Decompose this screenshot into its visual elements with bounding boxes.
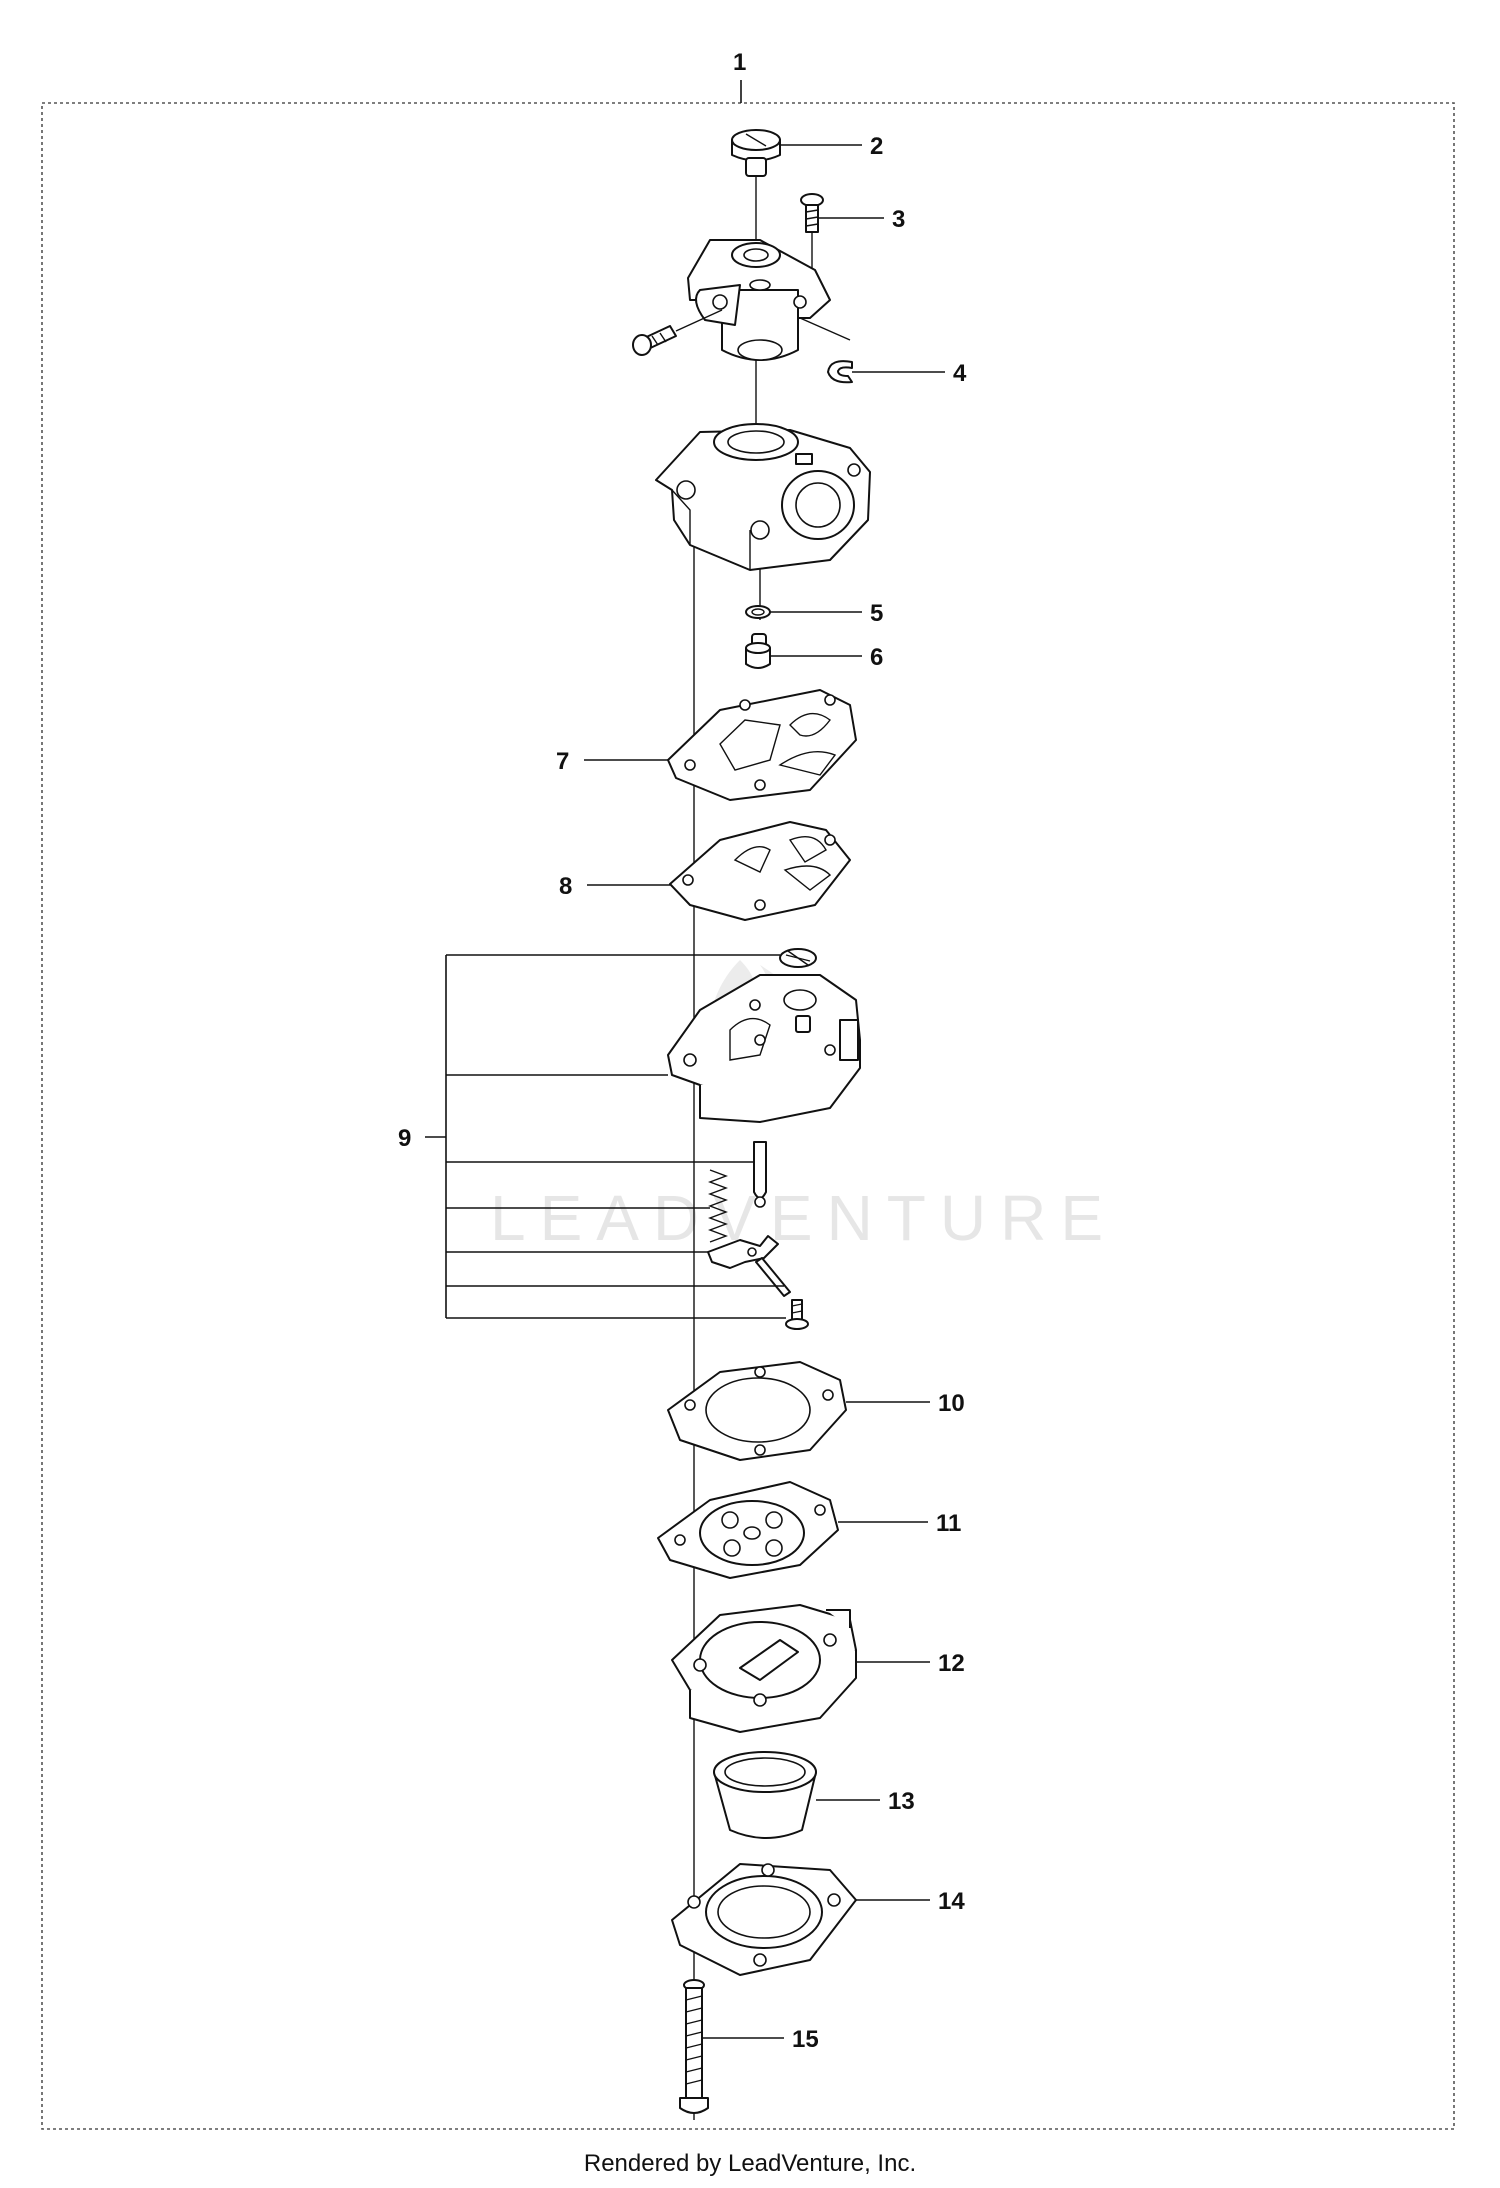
idle-screw [632,309,723,356]
part-12-pump-cover [671,1604,857,1733]
callout-1: 1 [733,49,746,76]
watermark-text: LEADVENTURE [490,1182,1117,1254]
callout-7: 7 [556,748,569,775]
part-3-screw [800,193,824,233]
bracket-9 [425,954,786,1319]
part-14-primer-cover [671,1863,857,1976]
callout-3: 3 [892,206,905,233]
part-5-o-ring-inner [751,608,765,616]
callout-4: 4 [953,360,967,387]
part-9-pump-body [667,974,861,1123]
part-15-long-screw [679,1979,709,2114]
callout-12: 12 [938,1650,965,1677]
carburetor-body [655,423,871,571]
footer-credit: Rendered by LeadVenture, Inc. [583,2150,917,2177]
part-11-diaphragm [657,1481,839,1579]
callout-10: 10 [938,1390,965,1417]
callout-2: 2 [870,133,883,160]
callout-15: 15 [792,2026,819,2053]
part-9-needle [753,1141,767,1208]
callout-13: 13 [888,1788,915,1815]
part-4-e-clip [827,360,853,384]
part-9-screw [785,1299,809,1330]
part-5-o-ring [745,605,771,619]
part-9-lever [707,1235,779,1269]
callout-11: 11 [936,1510,961,1537]
part-9-pin [755,1257,791,1297]
throttle-lever-assembly [687,239,851,361]
part-8-gasket [669,821,851,921]
assembly-boundary [41,102,1455,2130]
callout-5: 5 [870,600,883,627]
part-9-inlet-screen [779,948,817,968]
callout-6: 6 [870,644,883,671]
part-6-jet [745,633,771,669]
callout-14: 14 [938,1888,965,1915]
part-2-adjusting-screw [731,129,781,177]
part-7-gasket [667,689,857,801]
callout-8: 8 [559,873,572,900]
part-13-primer-bulb [713,1751,817,1839]
part-10-gasket [667,1361,847,1461]
part-9-spring [708,1169,728,1243]
callout-9: 9 [398,1125,411,1152]
